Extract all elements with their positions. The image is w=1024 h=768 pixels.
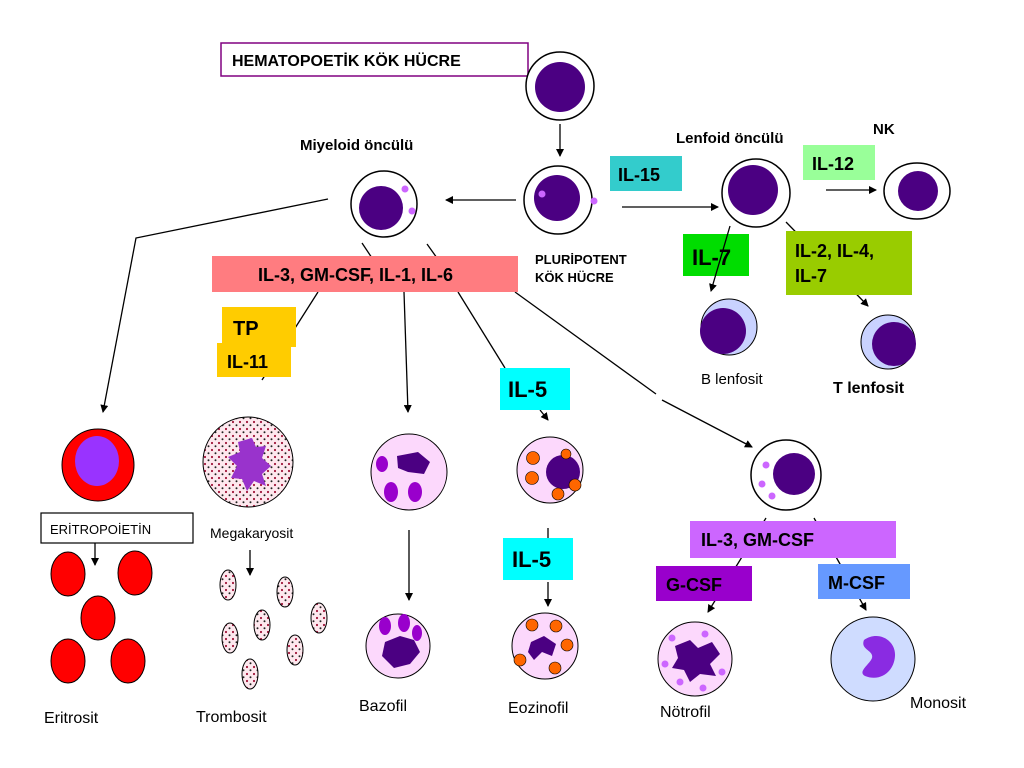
title-box (220, 42, 529, 77)
pluripotent-cell (523, 165, 598, 235)
myeloid-factors-box (212, 256, 518, 292)
basophil-cell (365, 613, 431, 679)
monoblast-cell (750, 439, 822, 511)
il12-box (803, 145, 875, 180)
il3-gmcsf-box (690, 521, 896, 558)
myeloid-line-right (426, 243, 438, 259)
il12-label: IL-12 (812, 154, 854, 174)
erythrocyte-label: Eritrosit (44, 710, 99, 727)
erythropoietin-box (40, 512, 194, 544)
erythrocyte-cells (50, 550, 153, 684)
il15-label: IL-15 (618, 165, 660, 185)
megakaryocyte-cell (202, 416, 294, 508)
tp-label: TP (233, 318, 259, 340)
lymphoid-progenitor-cell (721, 158, 791, 228)
myeloid-line-left (361, 242, 373, 259)
arrow-to-monoblast (661, 399, 753, 448)
eosinophil-cell (511, 612, 579, 680)
line-to-monoblast-a (514, 291, 657, 395)
erythropoietin-label: ERİTROPOİETİN (50, 522, 151, 537)
basophil-precursor-cell (370, 433, 448, 511)
il7-label: IL-7 (692, 245, 731, 270)
il3-gmcsf-label: IL-3, GM-CSF (701, 530, 814, 550)
lymphoid-label: Lenfoid öncülü (676, 130, 783, 147)
mcsf-label: M-CSF (828, 573, 885, 593)
neutrophil-cell (657, 621, 733, 697)
t-lymphocyte-cell (860, 314, 916, 370)
arrow-to-b (709, 225, 731, 292)
il2-label-1: IL-2, IL-4, (795, 241, 874, 261)
nk-cell (883, 162, 951, 220)
eosinophil-label: Eozinofil (508, 700, 568, 717)
myeloid-progenitor-cell (350, 170, 418, 238)
myeloid-label: Miyeloid öncülü (300, 137, 413, 154)
gcsf-label: G-CSF (666, 575, 722, 595)
monocyte-label: Monosit (910, 695, 967, 712)
il5-top-label: IL-5 (508, 377, 547, 402)
il5-bottom-box (503, 538, 573, 580)
il7-box (683, 234, 749, 276)
arrow-eos-tip (539, 409, 549, 421)
myeloid-factors-label: IL-3, GM-CSF, IL-1, IL-6 (258, 265, 453, 285)
thrombocyte-label: Trombosit (196, 709, 267, 726)
arrow-to-erythrocyte (100, 198, 329, 413)
arrow-to-basophil (403, 291, 412, 413)
eosinophil-precursor-cell (516, 436, 584, 504)
megakaryocyte-label: Megakaryosit (210, 525, 293, 541)
mcsf-box (818, 564, 910, 599)
il2-box (786, 231, 912, 295)
il5-top-box (500, 368, 570, 410)
il11-label: IL-11 (227, 352, 268, 372)
gcsf-box (656, 566, 752, 601)
monocyte-cell (830, 616, 916, 702)
il5-bottom-label: IL-5 (512, 547, 551, 572)
pluripotent-label-1: PLURİPOTENT (535, 252, 627, 267)
basophil-label: Bazofil (359, 698, 407, 715)
diagram-title: HEMATOPOETİK KÖK HÜCRE (232, 51, 461, 70)
proerythroblast-cell (61, 428, 135, 502)
b-lymphocyte-label: B lenfosit (701, 371, 764, 388)
il11-box (217, 343, 291, 377)
t-lymphocyte-label: T lenfosit (833, 380, 905, 397)
thrombocyte-cells (219, 569, 328, 690)
arrow-to-eosinophil (457, 291, 506, 369)
b-lymphocyte-cell (700, 298, 758, 356)
neutrophil-label: Nötrofil (660, 704, 711, 721)
il2-label-2: IL-7 (795, 266, 827, 286)
pluripotent-label-2: KÖK HÜCRE (535, 270, 614, 285)
tp-box (222, 307, 296, 347)
nk-label: NK (873, 121, 895, 138)
il15-box (610, 156, 682, 191)
stem-cell (525, 51, 595, 121)
